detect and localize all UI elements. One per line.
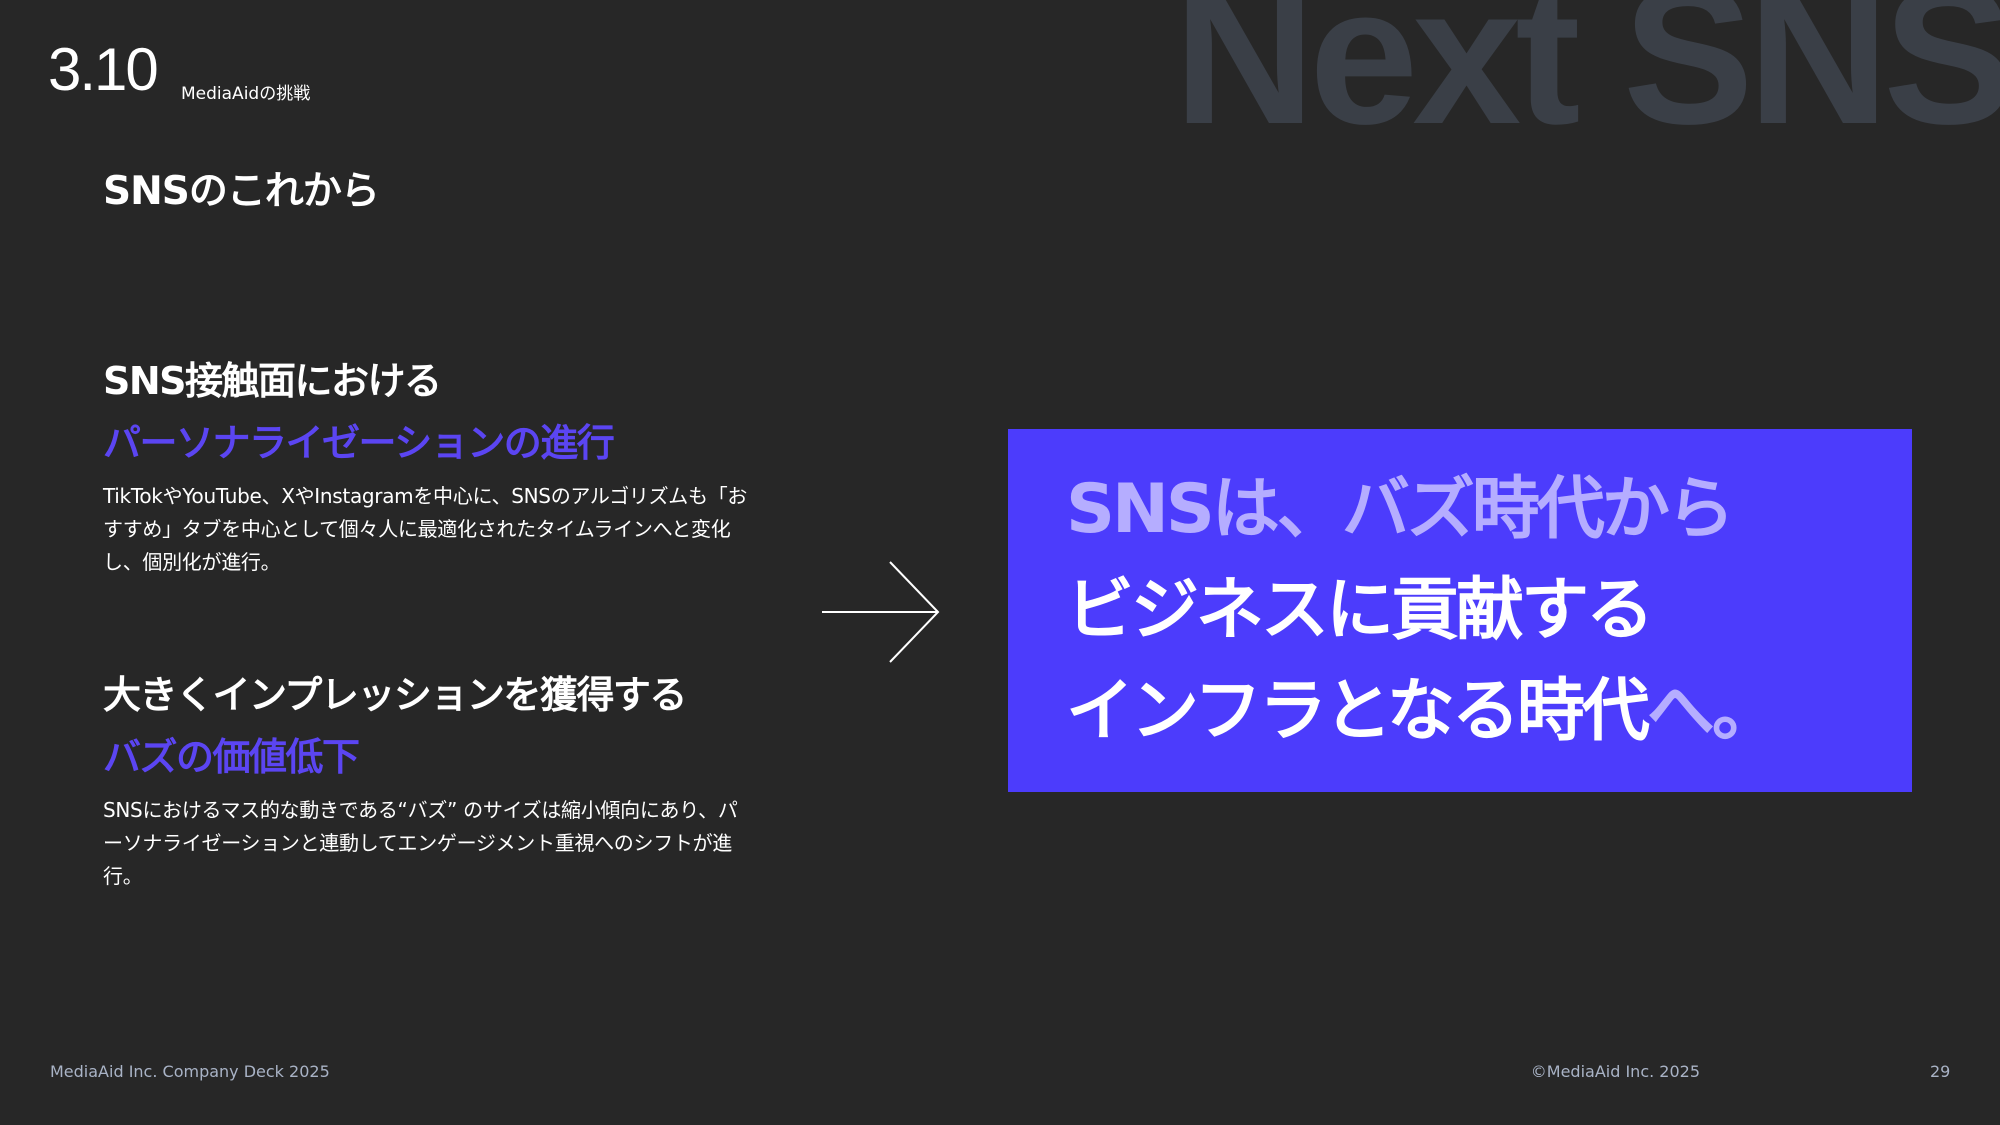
buzz-block: 大きくインプレッションを獲得する バズの価値低下 SNSにおけるマス的な動きであ… [103, 664, 753, 893]
personalization-block: SNS接触面における パーソナライゼーションの進行 TikTokやYouTube… [103, 350, 753, 579]
callout-line-1: SNSは、バズ時代から [1066, 470, 1735, 549]
personalization-accent-heading: パーソナライゼーションの進行 [103, 421, 615, 465]
footer-copyright: ©MediaAid Inc. 2025 [1530, 1062, 1700, 1081]
callout-line-2: ビジネスに貢献する [1066, 571, 1654, 650]
buzz-body: SNSにおけるマス的な動きである“バズ” のサイズは縮小傾向にあり、パーソナライ… [103, 798, 738, 888]
buzz-accent-heading: バズの価値低下 [103, 735, 360, 779]
section-label: MediaAidの挑戦 [181, 84, 311, 104]
buzz-heading: 大きくインプレッションを獲得する [103, 673, 687, 717]
page-number: 29 [1930, 1062, 1951, 1081]
callout-line-3-main: インフラとなる時代 [1066, 672, 1650, 751]
footer-deck-name: MediaAid Inc. Company Deck 2025 [50, 1062, 330, 1081]
watermark-title: Next SNS [1173, 0, 2000, 165]
callout-line-3-tail: へ。 [1646, 672, 1780, 751]
callout-line-3: インフラとなる時代へ。 [1066, 661, 1780, 762]
conclusion-callout: SNSは、バズ時代から ビジネスに貢献する インフラとなる時代へ。 [1008, 429, 1912, 792]
page-title: SNSのこれから [103, 169, 380, 214]
arrow-right-icon [822, 561, 940, 663]
personalization-heading: SNS接触面における [103, 359, 442, 403]
personalization-body: TikTokやYouTube、XやInstagramを中心に、SNSのアルゴリズ… [103, 484, 748, 574]
section-number: 3.10 [48, 36, 159, 103]
